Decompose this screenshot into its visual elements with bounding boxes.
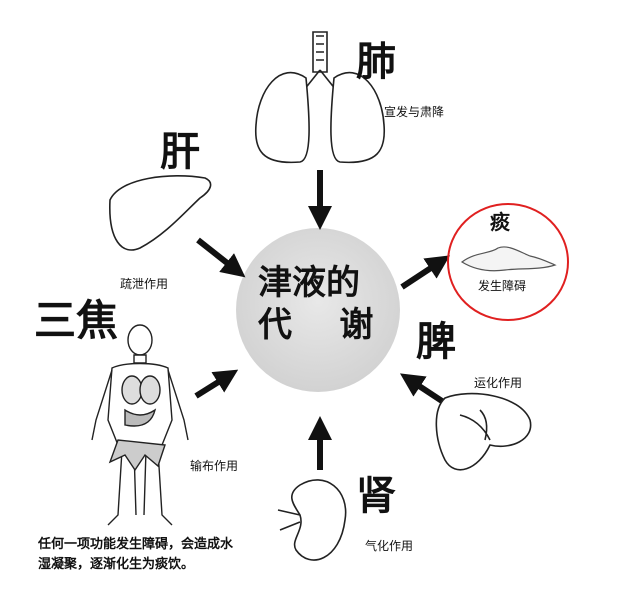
phlegm-illustration (460, 246, 557, 272)
phlegm-obstruction-label: 发生障碍 (478, 279, 527, 293)
kidney-function: 气化作用 (365, 539, 414, 553)
lung-label: 肺 (356, 38, 396, 85)
phlegm-label: 痰 (490, 210, 510, 234)
kidney-label: 肾 (356, 472, 396, 519)
phlegm-highlight-circle (447, 203, 569, 321)
spleen-label: 脾 (416, 318, 456, 365)
note-line2: 湿凝聚，逐渐化生为痰饮。 (38, 557, 195, 572)
lung-illustration (254, 31, 386, 164)
arrow-sanjiao (194, 369, 239, 399)
spleen-illustration (435, 392, 532, 471)
arrow-liver (196, 237, 246, 278)
sanjiao-label: 三焦 (34, 296, 119, 345)
center-title: 津液的 代 谢 (258, 262, 388, 346)
note-line1: 任何一项功能发生障碍，会造成水 (38, 537, 234, 552)
liver-illustration (109, 175, 212, 251)
arrow-phlegm (400, 255, 451, 290)
center-title-line2: 代 谢 (258, 305, 374, 345)
note-text: 任何一项功能发生障碍，会造成水 湿凝聚，逐渐化生为痰饮。 (38, 535, 298, 575)
spleen-function: 运化作用 (474, 376, 523, 390)
liver-label: 肝 (160, 128, 200, 175)
center-circle (236, 228, 400, 392)
lung-function: 宣发与肃降 (384, 105, 445, 119)
sanjiao-function: 输布作用 (190, 459, 239, 473)
human-figure-illustration (91, 324, 189, 526)
liver-function: 疏泄作用 (120, 277, 169, 291)
center-title-line1: 津液的 (258, 263, 360, 303)
kidney-illustration (277, 479, 347, 561)
